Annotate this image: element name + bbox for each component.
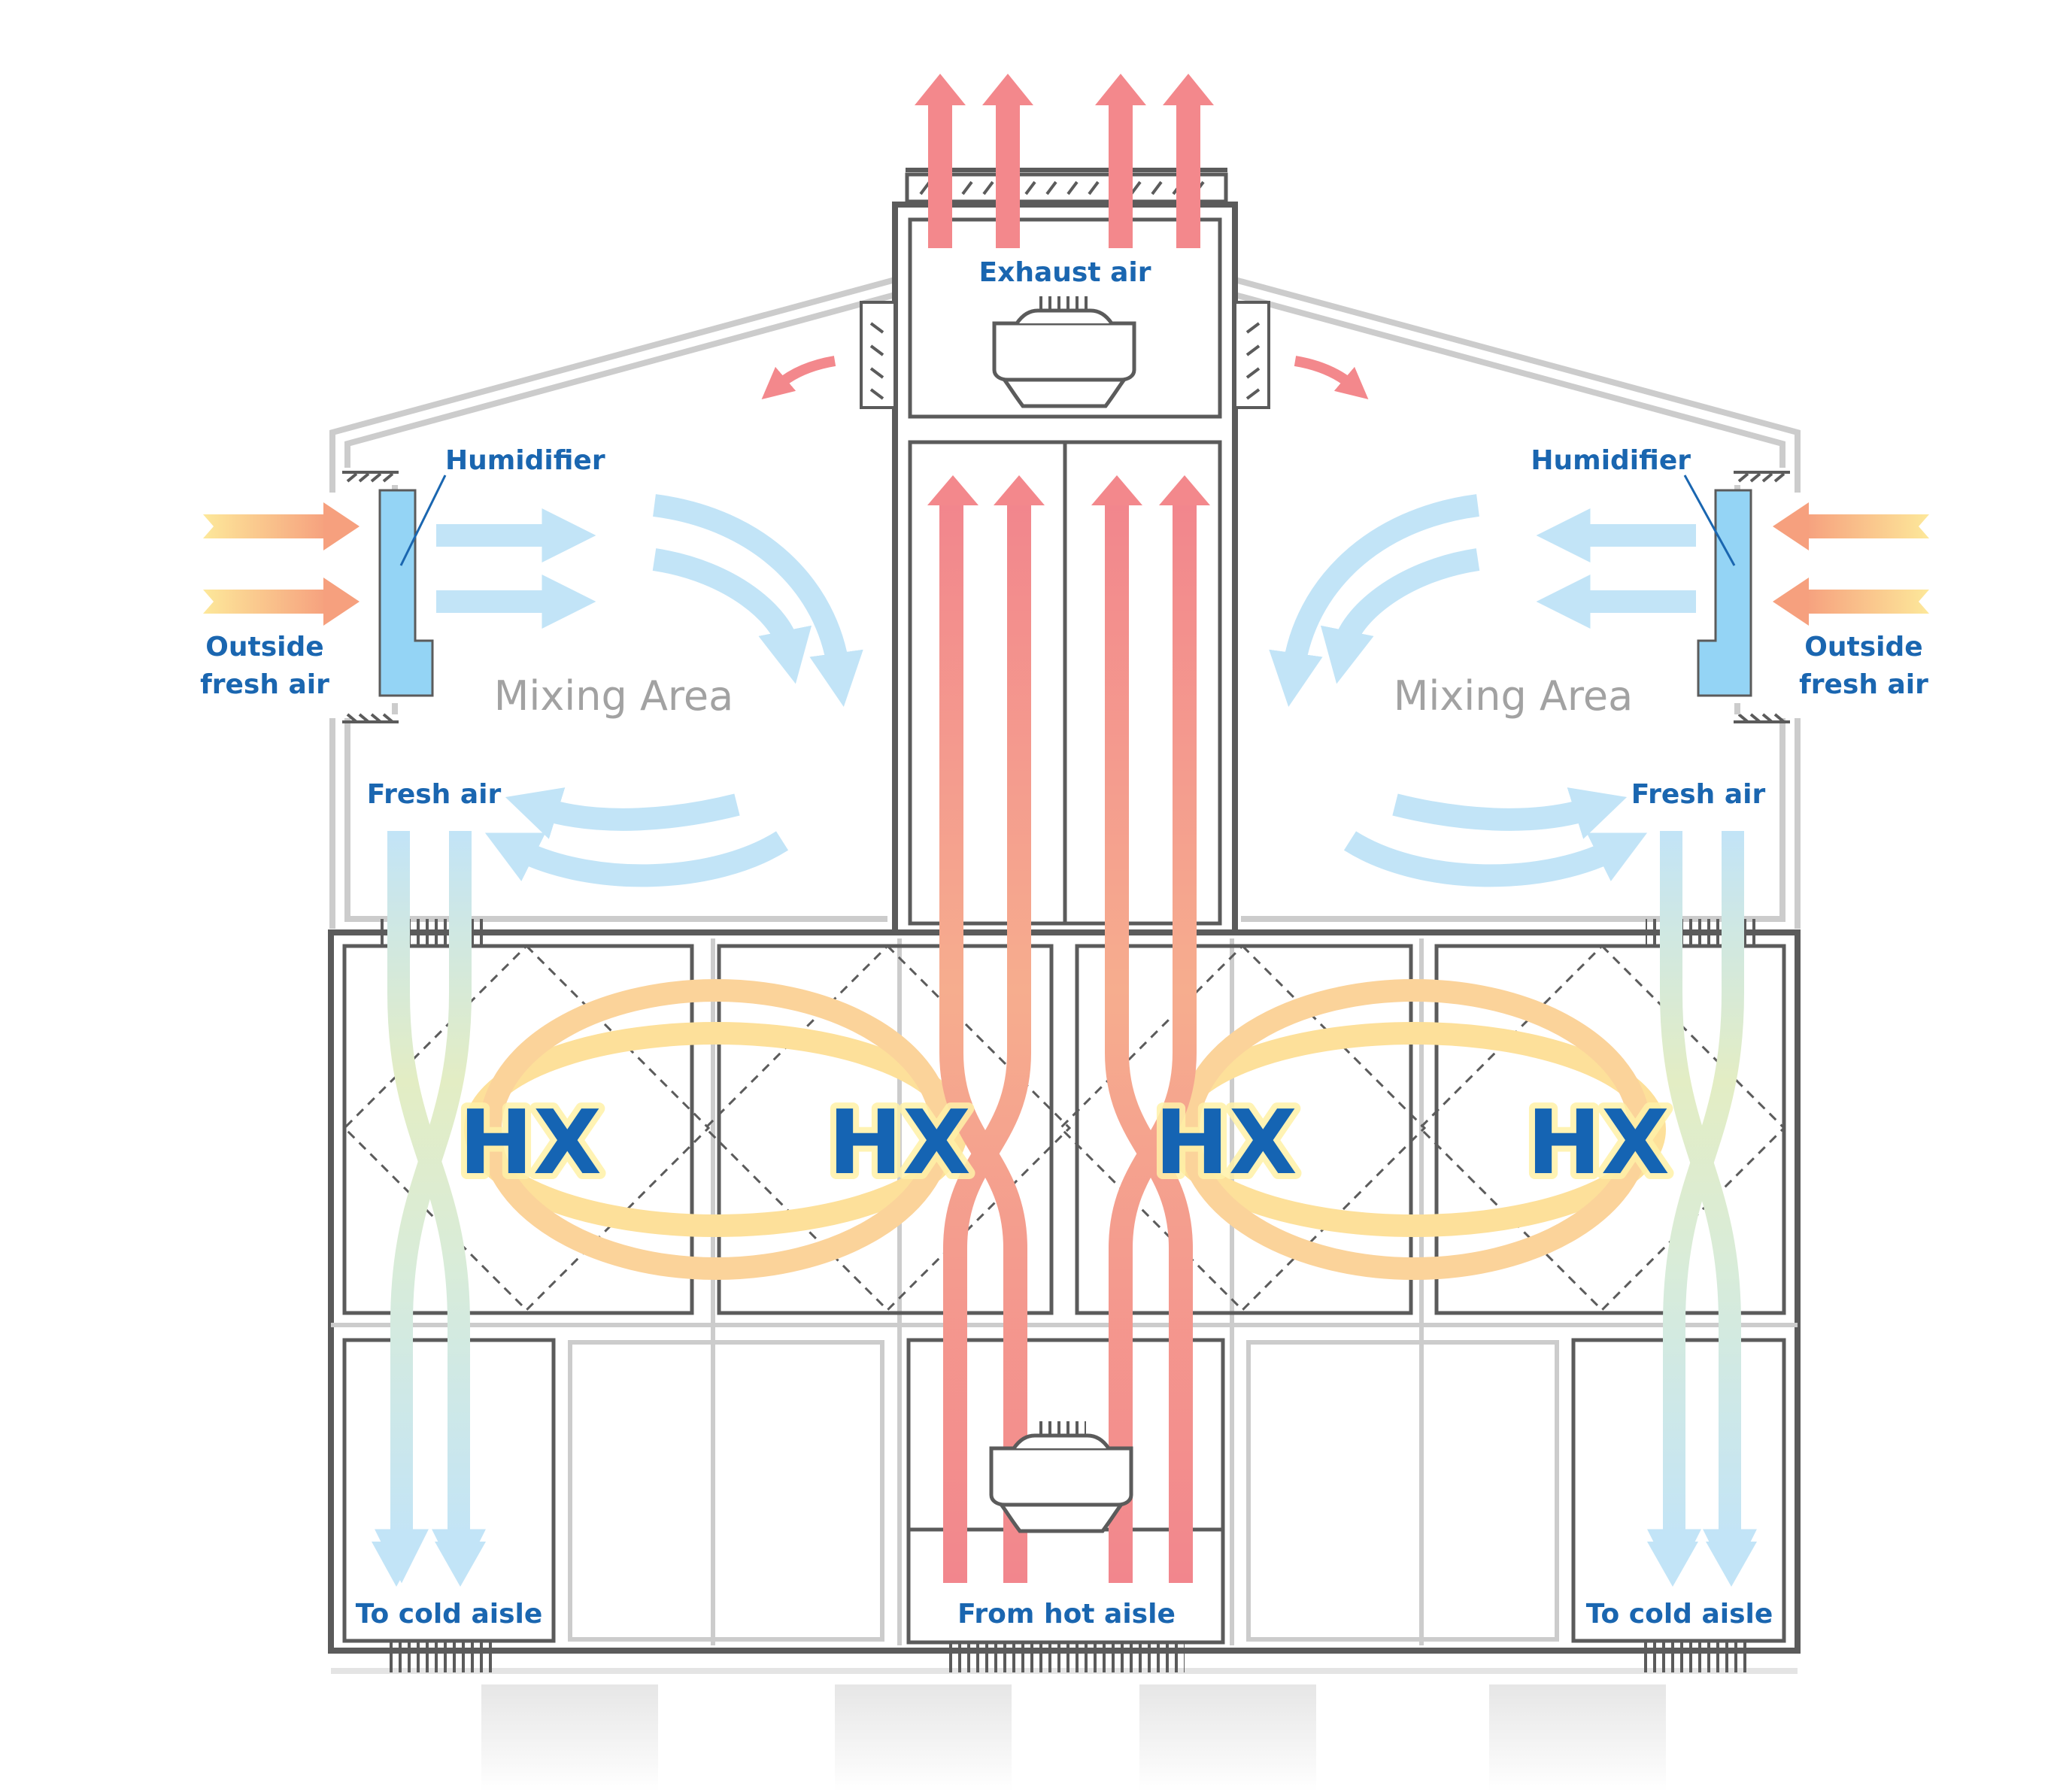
outside-fresh-air-label-left-1: Outside (205, 632, 323, 663)
mixing-arrows-left (436, 494, 863, 887)
tower-inner (908, 217, 1222, 926)
exhaust-arrows (915, 74, 1214, 248)
cool-air-down (374, 831, 1758, 1584)
outside-fresh-air-label-left-2: fresh air (200, 669, 329, 700)
heat-exchange-loops (464, 979, 1666, 1280)
exhaust-tower (892, 202, 1238, 932)
from-hot-aisle-label: From hot aisle (957, 1599, 1176, 1630)
mixing-area-label-left: Mixing Area (494, 672, 734, 720)
cold-aisle-arrowheads (372, 1542, 1757, 1587)
supply-fan (989, 1421, 1133, 1533)
to-cold-aisle-label-left: To cold aisle (356, 1599, 543, 1630)
humidifier-pointer-right (1683, 475, 1736, 566)
intake-arrows-right (1773, 502, 1929, 626)
hx-label-2: HX (828, 1090, 971, 1194)
humidifier-left (378, 489, 434, 697)
hx-glow-3: HX (1154, 1090, 1297, 1194)
hx-glow-4: HX (1527, 1090, 1670, 1194)
hot-air-arrowheads (927, 475, 1210, 505)
exhaust-side-arrows (761, 356, 1369, 400)
hx-glow-1: HX (459, 1090, 602, 1194)
fresh-air-label-left: Fresh air (367, 779, 502, 810)
to-cold-aisle-label-right: To cold aisle (1586, 1599, 1773, 1630)
ground-shadows (331, 1668, 1798, 1792)
outside-fresh-air-label-right-1: Outside (1804, 632, 1922, 663)
intake-arrows-left (203, 502, 360, 626)
hx-label-4: HX (1527, 1090, 1670, 1194)
hot-air-flow (939, 504, 1197, 1583)
side-vents (860, 301, 1270, 409)
humidifier-label-left: Humidifier (445, 445, 605, 476)
humidifier-louvers (342, 471, 1790, 723)
humidifier-label-right: Humidifier (1531, 445, 1691, 476)
exhaust-fan (992, 296, 1136, 408)
grilles (376, 919, 1758, 1672)
exhaust-air-label: Exhaust air (979, 257, 1151, 288)
fresh-air-label-right: Fresh air (1631, 779, 1766, 810)
hx-glow-2: HX (828, 1090, 971, 1194)
hx-label-1: HX (459, 1090, 602, 1194)
mixing-rooms (329, 277, 1801, 929)
mixing-arrows-right (1269, 494, 1696, 887)
humidifier-right (1697, 489, 1752, 697)
outside-fresh-air-label-right-2: fresh air (1799, 669, 1928, 700)
humidifier-pointer-left (399, 475, 447, 566)
hx-label-3: HX (1154, 1090, 1297, 1194)
mixing-area-label-right: Mixing Area (1394, 672, 1634, 720)
